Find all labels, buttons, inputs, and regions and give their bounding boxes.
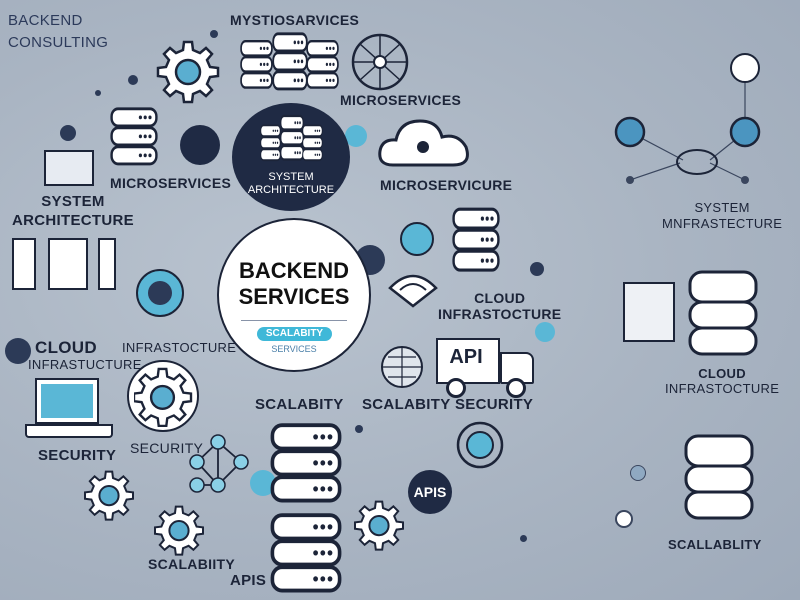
- scalability-badge: SCALABITY: [257, 327, 332, 341]
- network-globe-icon: [351, 33, 409, 91]
- radar-icon: [456, 421, 504, 469]
- gear-icon: [153, 505, 205, 556]
- node-icon: [615, 510, 633, 528]
- database-icon: [270, 423, 342, 503]
- label-scalability-1: SCALABITY: [255, 396, 344, 413]
- gear-badge: [127, 360, 199, 432]
- cloud-icon: [378, 119, 469, 167]
- target-icon: [136, 269, 184, 317]
- brand-line1: BACKEND: [8, 12, 83, 29]
- document-icon: [44, 150, 94, 186]
- database-icon: [688, 270, 758, 356]
- label-mystiosarvices: MYSTIOSARVICES: [230, 12, 360, 28]
- label-scalability-2: SCALABITY: [362, 396, 451, 413]
- database-icon: [260, 114, 324, 162]
- truck-icon: API: [436, 338, 536, 398]
- server-panels-icon: [12, 238, 116, 290]
- cloud-right-line2: INFRASTOCTURE: [438, 306, 562, 322]
- hub-title-line1: BACKEND: [239, 258, 349, 283]
- label-microservices-left: MICROSERVICES: [110, 175, 232, 191]
- database-icon: [270, 513, 342, 593]
- apis-node: APIS: [408, 470, 452, 514]
- sysarch-left-line1: SYSTEM: [41, 193, 105, 210]
- label-apis-bottom: APIS: [230, 572, 267, 589]
- backend-services-hub: BACKEND SERVICES SCALABITY SERVICES: [217, 218, 371, 372]
- gear-icon: [156, 40, 220, 104]
- api-icon: [180, 125, 220, 165]
- label-security-right: SECURITY: [455, 396, 534, 413]
- database-icon: [239, 32, 340, 91]
- node-icon: [630, 465, 646, 481]
- label-microservicure: MICROSERVICURE: [380, 177, 513, 193]
- label-infrastucture-left: INFRASTUCTURE: [28, 357, 142, 372]
- label-system-infrastructure: SYSTEM MNFRASTECTURE: [662, 200, 782, 232]
- laptop-icon: [25, 378, 113, 440]
- label-cloud-infrastructure-right: CLOUD INFRASTOCTURE: [665, 366, 779, 396]
- system-architecture-node: SYSTEM ARCHITECTURE: [232, 103, 350, 211]
- system-infrastructure-diagram: [614, 53, 761, 184]
- label-security-laptop: SECURITY: [38, 447, 117, 464]
- gear-icon: [353, 500, 405, 551]
- sysarch-left-line2: ARCHITECTURE: [12, 212, 134, 229]
- monitor-card-icon: [623, 282, 675, 342]
- database-icon: [110, 107, 158, 166]
- cloud-right-line1: CLOUD: [474, 290, 526, 306]
- network-graph-icon: [189, 434, 249, 493]
- label-scalability-right: SCALLABLITY: [668, 537, 762, 552]
- right-sys-line1: SYSTEM: [694, 200, 750, 215]
- label-infrastocture-mid: INFRASTOCTURE: [122, 340, 237, 355]
- label-cloud-infra-right: CLOUD INFRASTOCTURE: [438, 290, 561, 322]
- sysarch-dark-line1: SYSTEM: [268, 171, 314, 183]
- truck-api-label: API: [449, 346, 483, 368]
- right-cloud-line2: INFRASTOCTURE: [665, 381, 780, 396]
- gear-icon: [83, 470, 135, 521]
- hub-title-line2: SERVICES: [238, 284, 350, 309]
- label-microservices-top: MICROSERVICES: [340, 92, 462, 108]
- gear-icon: [134, 367, 193, 427]
- label-cloud-left: CLOUD: [35, 338, 97, 357]
- right-cloud-line1: CLOUD: [698, 366, 746, 381]
- database-icon: [452, 207, 500, 272]
- hub-subtitle: SERVICES: [271, 344, 317, 354]
- label-scalability-bottom: SCALABIITY: [148, 556, 235, 572]
- right-sys-line2: MNFRASTECTURE: [662, 216, 783, 231]
- label-system-architecture-left: SYSTEM ARCHITECTURE: [12, 192, 134, 230]
- database-icon: [684, 434, 754, 520]
- wifi-icon: [388, 274, 438, 308]
- label-security-gear: SECURITY: [130, 440, 204, 456]
- brand-line2: CONSULTING: [8, 34, 109, 51]
- globe-icon: [381, 346, 423, 388]
- sysarch-dark-line2: ARCHITECTURE: [247, 184, 335, 196]
